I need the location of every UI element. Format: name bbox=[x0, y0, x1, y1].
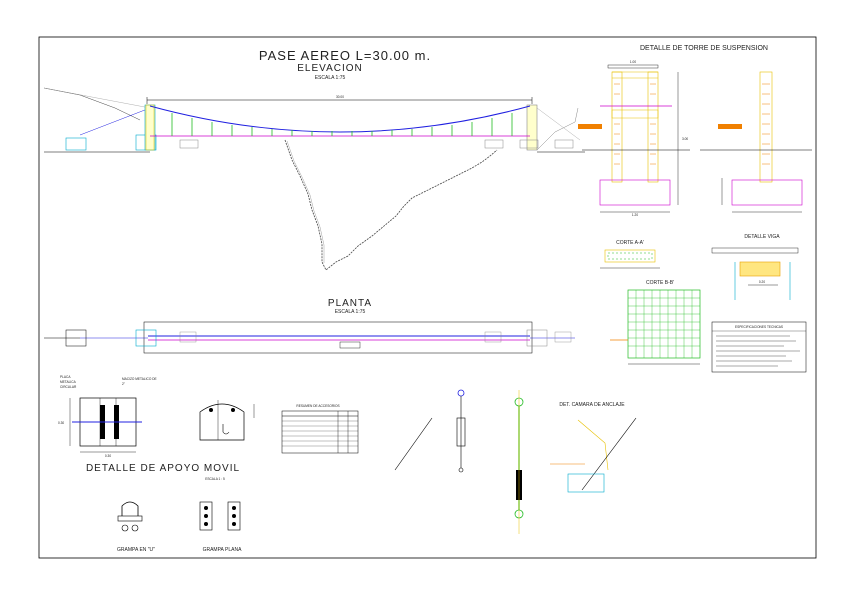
svg-text:CORTE B-B': CORTE B-B' bbox=[646, 280, 674, 286]
sheet-border bbox=[38, 36, 817, 559]
svg-text:METALICA: METALICA bbox=[60, 380, 77, 384]
hangers bbox=[171, 113, 513, 136]
tower-column-right bbox=[647, 71, 659, 183]
svg-text:1.00: 1.00 bbox=[630, 60, 636, 64]
anchor-block bbox=[567, 473, 605, 493]
svg-text:ESPECIFICACIONES TECNICAS: ESPECIFICACIONES TECNICAS bbox=[735, 325, 783, 329]
hanger-details bbox=[394, 389, 524, 534]
u-clamp bbox=[121, 501, 139, 516]
svg-text:GRAMPA EN "U": GRAMPA EN "U" bbox=[117, 547, 155, 553]
ravine-profile bbox=[284, 139, 498, 271]
plan-view: PLANTA ESCALA 1:75 bbox=[44, 298, 575, 354]
svg-text:3.00: 3.00 bbox=[682, 137, 688, 141]
svg-text:DETALLE VIGA: DETALLE VIGA bbox=[744, 234, 780, 240]
span-dimension: 30.00 bbox=[336, 95, 344, 99]
mobile-support-detail: PLACA METALICA CIRCULAR MACIZO METALICO … bbox=[58, 375, 255, 481]
left-tower bbox=[144, 104, 156, 151]
flat-clamp bbox=[199, 501, 213, 531]
svg-text:RESUMEN DE ACCESORIOS: RESUMEN DE ACCESORIOS bbox=[296, 404, 339, 408]
section-aa: CORTE A-A' bbox=[600, 240, 660, 269]
svg-text:2": 2" bbox=[122, 382, 125, 386]
svg-text:GRAMPA PLANA: GRAMPA PLANA bbox=[203, 547, 242, 553]
specifications-box: ESPECIFICACIONES TECNICAS bbox=[711, 321, 807, 373]
plan-outline bbox=[143, 321, 533, 354]
svg-text:0.20: 0.20 bbox=[759, 280, 765, 284]
plan-scale: ESCALA 1:75 bbox=[335, 309, 366, 315]
svg-text:ESCALA 1 : 5: ESCALA 1 : 5 bbox=[205, 477, 225, 481]
left-anchor-block bbox=[65, 137, 87, 151]
svg-text:MACIZO METALICO DE: MACIZO METALICO DE bbox=[122, 377, 157, 381]
elevation-scale: ESCALA 1:75 bbox=[315, 75, 346, 81]
tower-column-left bbox=[611, 71, 623, 183]
elevation-view: PASE AEREO L=30.00 m. ELEVACION ESCALA 1… bbox=[43, 48, 585, 271]
svg-text:DET. CAMARA DE ANCLAJE: DET. CAMARA DE ANCLAJE bbox=[559, 402, 625, 408]
accessories-table: RESUMEN DE ACCESORIOS bbox=[281, 404, 359, 454]
svg-text:PLACA: PLACA bbox=[60, 375, 71, 379]
tower-side-column bbox=[759, 71, 773, 183]
saddle-profile bbox=[199, 403, 245, 441]
svg-text:CIRCULAR: CIRCULAR bbox=[60, 385, 77, 389]
right-tower bbox=[526, 104, 538, 151]
svg-text:CORTE A-A': CORTE A-A' bbox=[616, 240, 644, 246]
clamp-details: GRAMPA EN "U" GRAMPA PLANA bbox=[117, 501, 242, 553]
svg-text:0.30: 0.30 bbox=[105, 454, 111, 458]
mobile-support-title: DETALLE DE APOYO MOVIL bbox=[86, 463, 240, 474]
tower-footing bbox=[599, 179, 671, 206]
main-cable bbox=[149, 105, 531, 133]
reinforcement-grid bbox=[627, 289, 701, 359]
beam-detail: DETALLE VIGA 0.20 bbox=[711, 234, 799, 300]
main-title: PASE AEREO L=30.00 m. bbox=[259, 48, 431, 63]
tower-detail: DETALLE DE TORRE DE SUSPENSION 1.00 1.20… bbox=[578, 45, 812, 217]
plan-title: PLANTA bbox=[328, 298, 372, 309]
anchor-chamber-detail: DET. CAMARA DE ANCLAJE bbox=[550, 402, 637, 493]
tower-title: DETALLE DE TORRE DE SUSPENSION bbox=[640, 45, 768, 52]
svg-text:1.20: 1.20 bbox=[632, 213, 638, 217]
section-bb: CORTE B-B' bbox=[610, 280, 701, 365]
svg-text:0.30: 0.30 bbox=[58, 421, 64, 425]
elevation-title: ELEVACION bbox=[297, 63, 363, 74]
